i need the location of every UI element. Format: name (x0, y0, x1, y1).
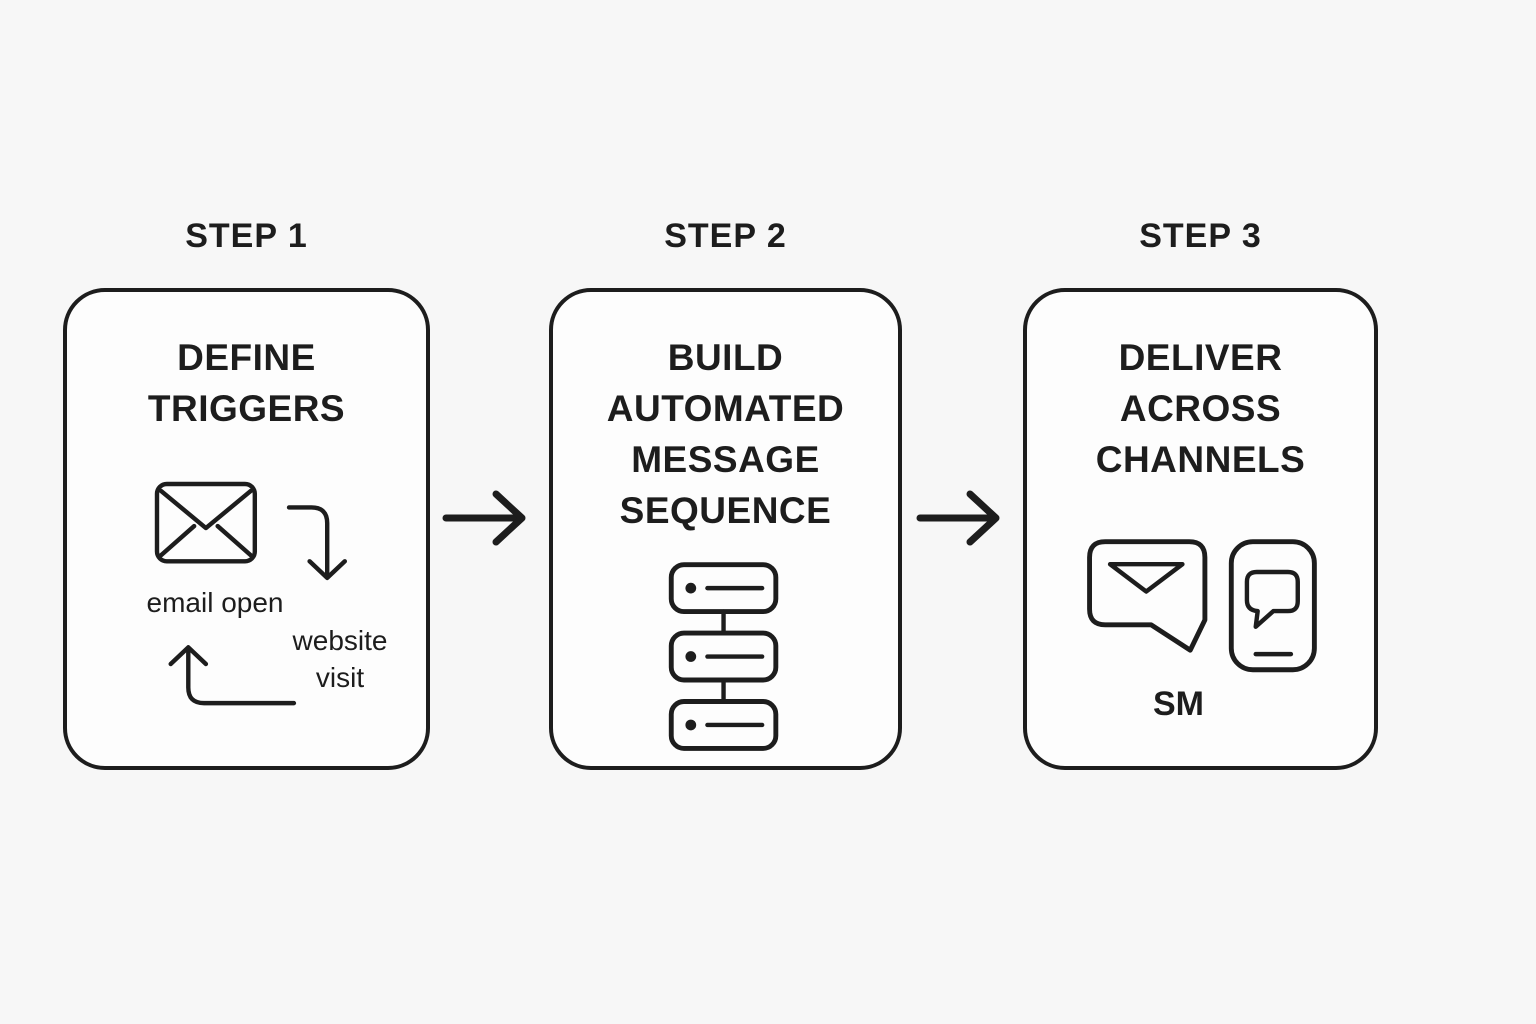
step-3-title: DELIVER ACROSS CHANNELS (1027, 332, 1374, 485)
step-3-title-line3: CHANNELS (1095, 439, 1306, 480)
step-2-title-line1: BUILD (667, 337, 784, 378)
step-2-title: BUILD AUTOMATED MESSAGE SEQUENCE (553, 332, 898, 536)
step-3-card: DELIVER ACROSS CHANNELS SM (1023, 288, 1378, 770)
envelope-icon (154, 481, 258, 564)
message-sequence-icon (668, 562, 779, 751)
step-1-graphics (154, 481, 348, 706)
arrow-curve-down-icon (286, 505, 348, 581)
step-2-card: BUILD AUTOMATED MESSAGE SEQUENCE (549, 288, 902, 770)
flow-arrow-1-icon (442, 490, 526, 546)
step-1-title-line2: TRIGGERS (147, 388, 346, 429)
step-2-title-line4: SEQUENCE (619, 490, 832, 531)
step-3-title-line1: DELIVER (1118, 337, 1283, 378)
website-visit-line2: visit (315, 662, 365, 693)
website-visit-line1: website (292, 625, 388, 656)
step-3-label: STEP 3 (1139, 217, 1262, 255)
chat-bubble-envelope-icon (1087, 539, 1208, 653)
step-3-graphics (1087, 539, 1317, 673)
step-2-title-line2: AUTOMATED (606, 388, 845, 429)
flow-arrow-2-icon (916, 490, 1000, 546)
sm-channel-label: SM (1153, 685, 1204, 723)
website-visit-label: website visit (260, 622, 420, 696)
phone-message-icon (1228, 539, 1317, 673)
step-3-title-line2: ACROSS (1119, 388, 1282, 429)
step-1-title-line1: DEFINE (177, 337, 316, 378)
step-2-title-line3: MESSAGE (631, 439, 820, 480)
step-1-label: STEP 1 (185, 217, 308, 255)
step-2-graphics (668, 562, 779, 751)
step-1-card: DEFINE TRIGGERS email open we (63, 288, 430, 770)
arrow-curve-up-icon (168, 645, 297, 706)
step-2-label: STEP 2 (664, 217, 787, 255)
step-1-title: DEFINE TRIGGERS (67, 332, 426, 434)
email-open-label: email open (146, 587, 284, 618)
